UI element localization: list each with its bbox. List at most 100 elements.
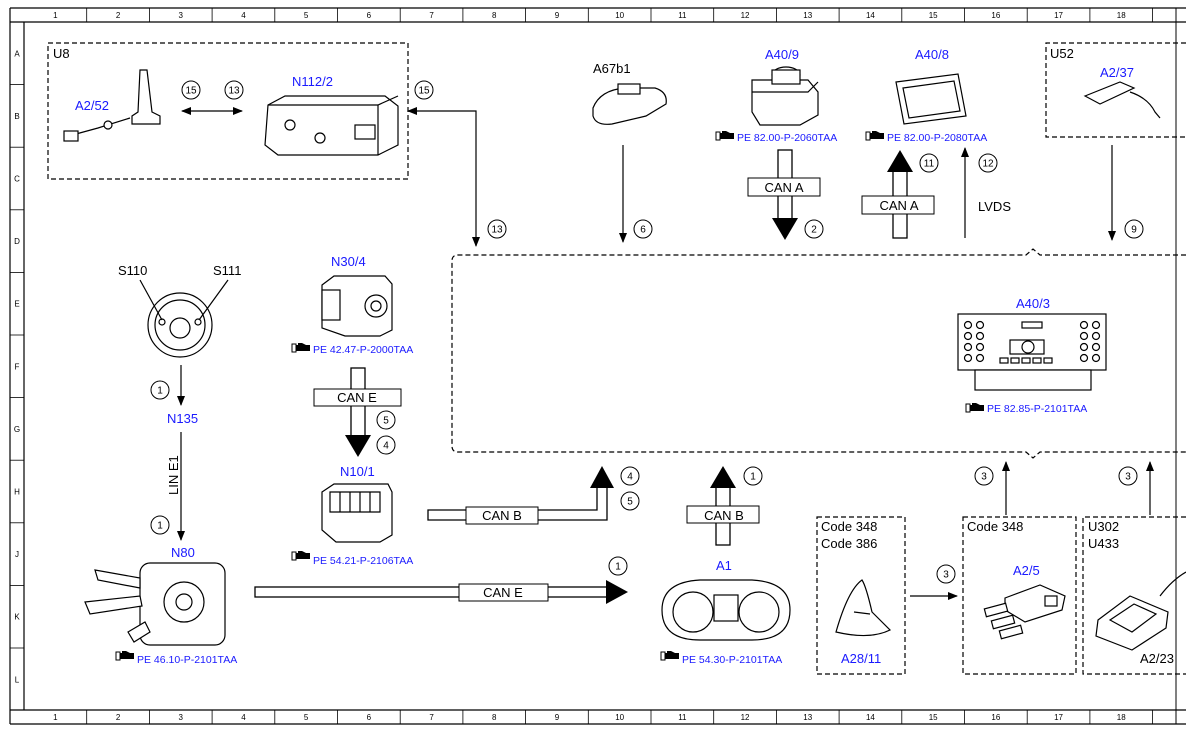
circled-number: 1: [608, 556, 628, 576]
grid-col-label: 3: [179, 11, 184, 20]
grid-col-label: 1: [53, 713, 58, 722]
ref-n80[interactable]: PE 46.10-P-2101TAA: [137, 654, 237, 666]
module-a2-37-drawing: [1083, 81, 1161, 119]
grid-row-label: C: [14, 175, 20, 184]
grid-col-label: 17: [1054, 713, 1063, 722]
module-n80-drawing: [84, 562, 226, 646]
grid-col-label: 5: [304, 713, 309, 722]
circled-number-label: 15: [418, 86, 430, 97]
grid-col-label: 18: [1117, 11, 1126, 20]
grid-col-label: 5: [304, 11, 309, 20]
circled-number: 9: [1124, 219, 1144, 239]
ref-a40-8[interactable]: PE 82.00-P-2080TAA: [887, 132, 987, 144]
grid-col-label: 12: [741, 11, 750, 20]
group-code348-label: Code 348: [821, 519, 877, 534]
link-n112-2-head-unit: [407, 107, 480, 247]
ref-a40-9[interactable]: PE 82.00-P-2060TAA: [737, 132, 837, 144]
circled-number-label: 1: [750, 472, 756, 483]
label-n30-4: N30/4: [331, 254, 366, 269]
ref-n30-4[interactable]: PE 42.47-P-2000TAA: [313, 344, 413, 356]
circled-number: 1: [150, 515, 170, 535]
label-s111: S111: [213, 263, 241, 278]
grid-col-label: 15: [929, 713, 938, 722]
ref-n10-1[interactable]: PE 54.21-P-2106TAA: [313, 555, 413, 567]
grid-col-label: 1: [53, 11, 58, 20]
grid-col-label: 13: [803, 713, 812, 722]
circled-number-label: 4: [383, 441, 389, 452]
grid-col-label: 8: [492, 713, 497, 722]
grid-col-label: 6: [367, 713, 372, 722]
group-u8-label: U8: [53, 46, 70, 61]
label-s110: S110: [118, 263, 147, 278]
bus-arrow-can-a-up: [861, 150, 935, 239]
grid-labels: 1122334455667788991010111112121313141415…: [10, 8, 1153, 724]
circled-number-label: 11: [924, 159, 935, 170]
circled-number: 1: [150, 380, 170, 400]
label-a67b1: A67b1: [593, 61, 631, 76]
grid-row-label: G: [14, 425, 20, 434]
grid-col-label: 7: [429, 11, 434, 20]
group-code348-386-box: [816, 516, 906, 675]
circled-number: 15: [181, 80, 201, 100]
grid-col-label: 16: [991, 11, 1000, 20]
pointing-hand-icon: [965, 402, 985, 413]
grid-col-label: 11: [678, 11, 687, 20]
bus-arrow-can-b-n10-1: [427, 466, 614, 525]
pointing-hand-icon: [715, 130, 735, 141]
grid-col-label: 9: [555, 11, 560, 20]
circled-number-label: 3: [1125, 472, 1131, 483]
label-n10-1: N10/1: [340, 464, 375, 479]
ref-a1[interactable]: PE 54.30-P-2101TAA: [682, 654, 782, 666]
circled-number-label: 3: [943, 570, 949, 581]
group-u52-box: [1045, 42, 1186, 138]
display-a40-8-drawing: [895, 73, 967, 125]
ref-a40-3[interactable]: PE 82.85-P-2101TAA: [987, 403, 1087, 415]
bus-arrow-can-b-a1: [686, 466, 760, 546]
grid-col-label: 4: [241, 713, 246, 722]
circled-number: 3: [974, 466, 994, 486]
group-u302-box: [1082, 516, 1186, 675]
circled-number-label: 1: [157, 386, 163, 397]
grid-col-label: 2: [116, 11, 121, 20]
steering-wheel-drawing: [139, 279, 229, 358]
pointing-hand-icon: [291, 342, 311, 353]
circled-number-label: 12: [982, 159, 994, 170]
bus-label-can-a-2: CAN A: [879, 198, 918, 213]
grid-row-label: D: [14, 237, 20, 246]
circled-number-label: 5: [383, 416, 389, 427]
circled-number-label: 4: [627, 472, 633, 483]
mirror-a67b1-drawing: [592, 83, 667, 125]
grid-col-label: 18: [1117, 713, 1126, 722]
grid-row-label: A: [14, 49, 20, 58]
label-n112-2: N112/2: [292, 74, 333, 89]
grid-col-label: 13: [803, 11, 812, 20]
circled-number-label: 6: [640, 225, 646, 236]
label-a28-11: A28/11: [841, 651, 881, 666]
grid-col-label: 10: [615, 11, 624, 20]
label-a2-52: A2/52: [75, 98, 109, 113]
circled-number-label: 2: [811, 225, 817, 236]
circled-number-label: 15: [185, 86, 197, 97]
circled-number: 13: [224, 80, 244, 100]
grid-row-label: L: [15, 675, 20, 684]
circled-number: 15: [414, 80, 434, 100]
group-code386-label: Code 386: [821, 536, 877, 551]
grid-col-label: 8: [492, 11, 497, 20]
circled-number: 3: [1118, 466, 1138, 486]
cluster-a1-drawing: [661, 579, 791, 641]
circled-number-label: 13: [491, 225, 503, 236]
frame: [9, 7, 1186, 725]
circled-number: 13: [487, 219, 507, 239]
grid-col-label: 11: [678, 713, 687, 722]
group-u302-label: U302: [1088, 519, 1119, 534]
label-a2-5: A2/5: [1013, 563, 1040, 578]
circled-number: 5: [620, 491, 640, 511]
pointing-hand-icon: [115, 650, 135, 661]
label-n80: N80: [171, 545, 195, 560]
label-a40-9: A40/9: [765, 47, 799, 62]
circled-number-label: 13: [228, 86, 240, 97]
circled-number-label: 9: [1131, 225, 1137, 236]
grid-row-label: B: [14, 112, 19, 121]
grid-col-label: 12: [741, 713, 750, 722]
grid-col-label: 14: [866, 11, 875, 20]
